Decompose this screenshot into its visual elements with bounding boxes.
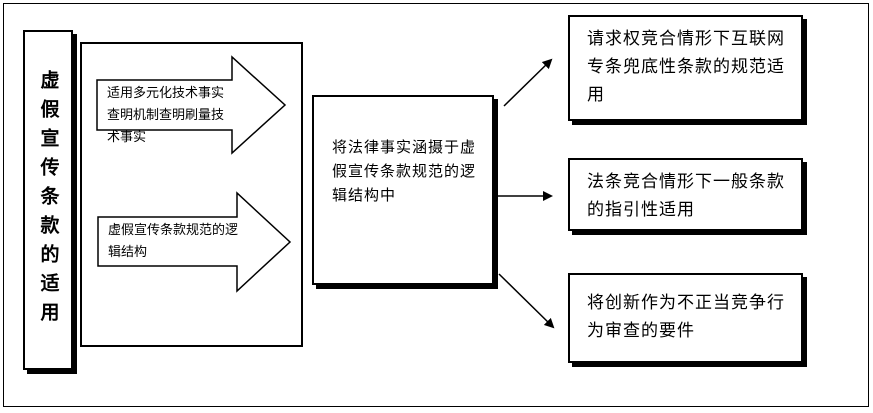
title-box: 虚假宣传条款的适用	[23, 30, 73, 370]
diagram-title: 虚假宣传条款的适用	[37, 69, 60, 331]
output-2-text: 法条竞合情形下一般条款的指引性适用	[587, 172, 785, 220]
output-1-text: 请求权竞合情形下互联网专条兜底性条款的规范适用	[587, 29, 785, 105]
output-box-2: 法条竞合情形下一般条款的指引性适用	[568, 158, 803, 231]
left-arrow-1-label: 适用多元化技术事实查明机制查明刷量技术事实	[107, 86, 225, 145]
block-arrow-1	[96, 55, 287, 155]
arrow-to-output-1	[503, 58, 553, 107]
left-arrow-2-label: 虚假宣传条款规范的逻辑结构	[108, 223, 239, 260]
middle-box: 将法律事实涵摄于虚假宣传条款规范的逻辑结构中	[312, 95, 494, 285]
block-arrow-2	[97, 191, 292, 293]
output-3-text: 将创新作为不正当竞争行为审查的要件	[587, 293, 785, 341]
output-box-1: 请求权竞合情形下互联网专条兜底性条款的规范适用	[568, 15, 803, 121]
diagram-frame	[3, 3, 869, 407]
arrow-to-output-3	[498, 273, 555, 329]
output-box-3: 将创新作为不正当竞争行为审查的要件	[568, 273, 803, 363]
middle-box-text: 将法律事实涵摄于虚假宣传条款规范的逻辑结构中	[332, 138, 477, 204]
